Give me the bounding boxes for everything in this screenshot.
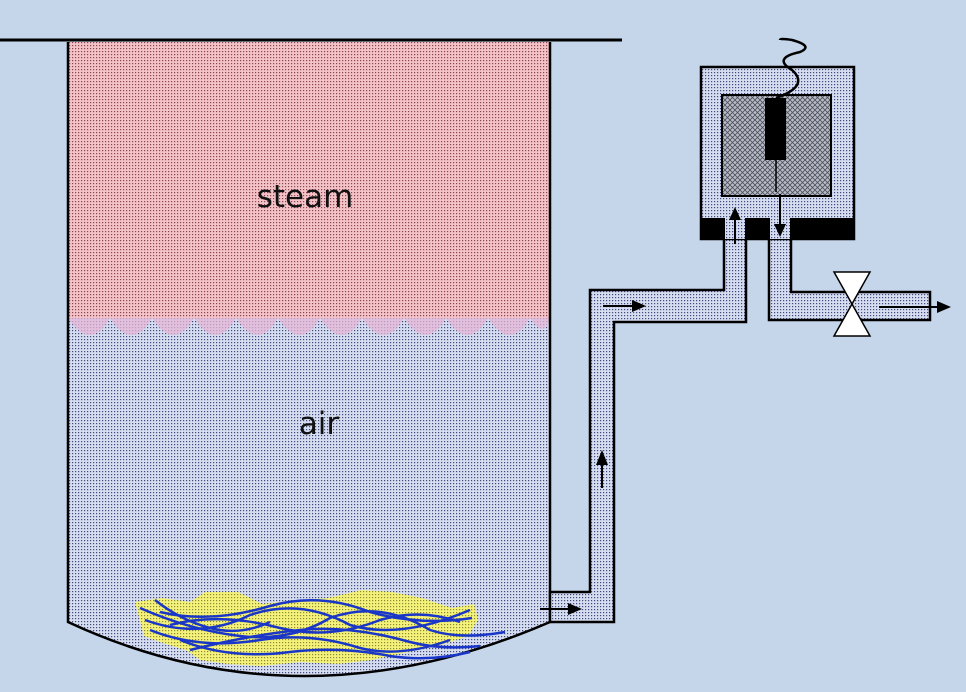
flow-arrows bbox=[540, 194, 951, 615]
valve-icon bbox=[832, 271, 872, 337]
flow-arrow-out-controller bbox=[774, 194, 786, 237]
temperature-sensor-icon bbox=[765, 98, 786, 160]
vessel-interior bbox=[68, 42, 550, 676]
flow-arrow-into-controller bbox=[729, 207, 741, 244]
flow-arrow-outlet bbox=[879, 301, 951, 313]
vessel-wall bbox=[66, 42, 552, 678]
load-fibers bbox=[139, 599, 506, 660]
flow-arrow-right bbox=[603, 300, 646, 312]
steam-region bbox=[68, 42, 550, 318]
steam-air-boundary bbox=[68, 318, 550, 335]
flow-arrow-bottom bbox=[540, 603, 582, 615]
air-label: air bbox=[299, 406, 340, 442]
steam-label: steam bbox=[257, 179, 354, 215]
sensor-wire bbox=[775, 37, 807, 100]
flow-arrow-up bbox=[596, 450, 608, 488]
